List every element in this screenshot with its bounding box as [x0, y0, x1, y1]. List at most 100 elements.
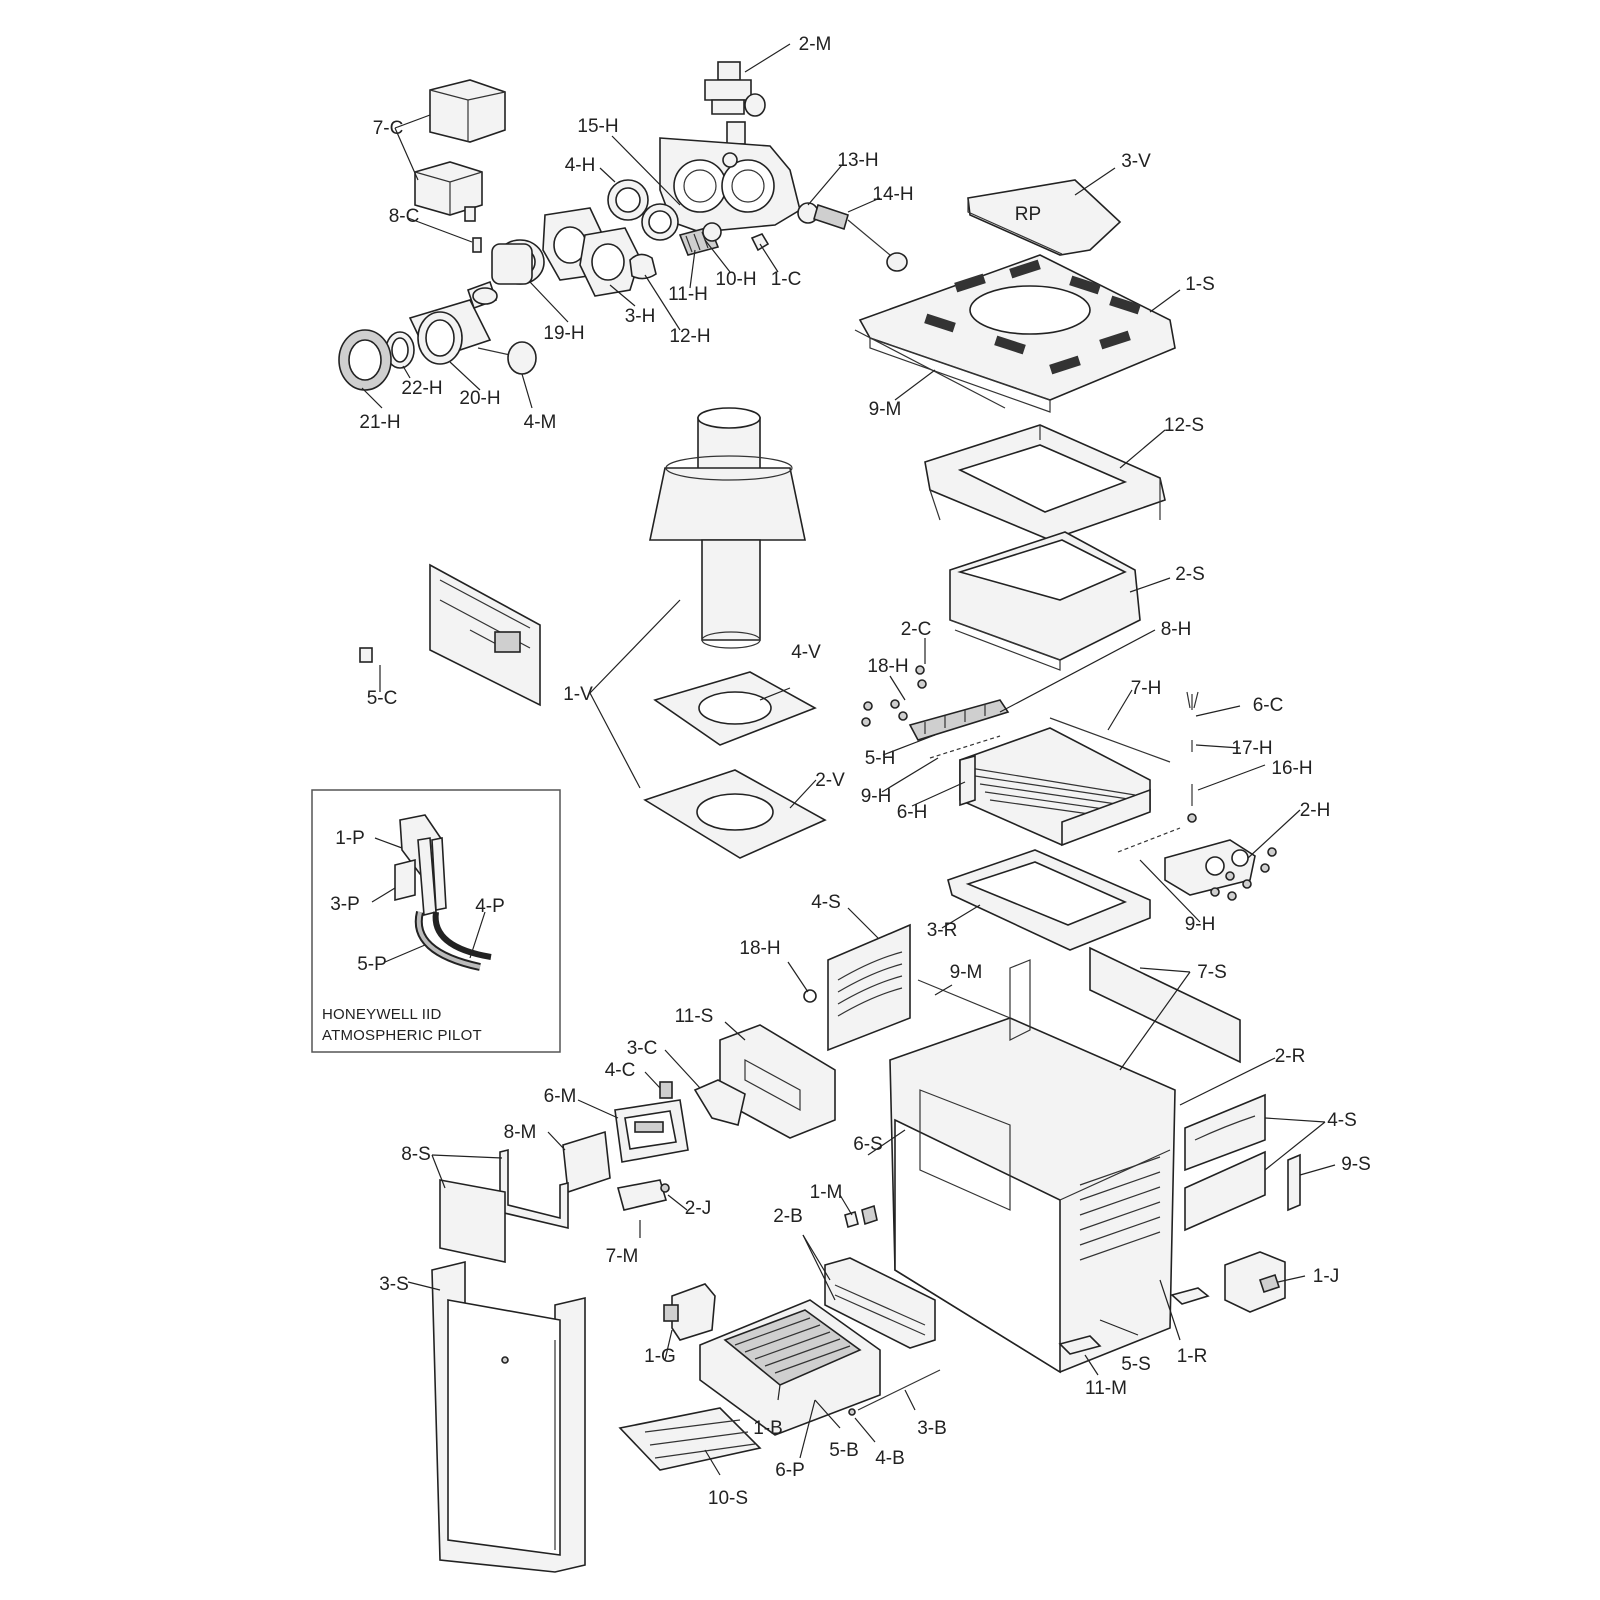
callout-1-j: 1-J [1313, 1266, 1339, 1287]
callout-17-h: 17-H [1231, 738, 1272, 759]
tray-10s [618, 1407, 762, 1471]
callout-7-s: 7-S [1197, 962, 1227, 983]
callout-1-b: 1-B [753, 1418, 783, 1439]
door-3s-8s-front [439, 1179, 506, 1263]
front-door-3s [431, 1260, 586, 1573]
top-cap-3v: RP [967, 179, 1122, 256]
top-cap-logo: RP [1015, 204, 1041, 225]
callout-3-v: 3-V [1121, 151, 1151, 172]
union-20h-21h-22h [338, 280, 498, 391]
bypass-valve-2m [704, 61, 766, 145]
callout-5-p: 5-P [357, 954, 387, 975]
honeywell-pilot-inset: HONEYWELL IID ATMOSPHERIC PILOT [311, 789, 561, 1053]
cabinet-frame [889, 959, 1176, 1374]
plate-4v [653, 671, 817, 746]
callout-14-h: 14-H [872, 184, 913, 205]
callout-4-p: 4-P [475, 896, 505, 917]
bracket-9s [1287, 1153, 1301, 1212]
callout-8-s: 8-S [401, 1144, 431, 1165]
rod-3b [857, 1369, 941, 1411]
gasket-string-9h [929, 735, 1181, 853]
callout-2-r: 2-R [1275, 1046, 1306, 1067]
rear-frame-3r [947, 849, 1151, 951]
inlet-outlet-header-5h [908, 699, 1010, 741]
gaskets-4h [607, 179, 679, 241]
callout-9-m-lower: 9-M [950, 962, 983, 983]
callout-4-h: 4-H [565, 155, 596, 176]
callout-15-h: 15-H [577, 116, 618, 137]
switch-7m-2j [617, 1179, 670, 1211]
solenoid-7c [414, 79, 506, 222]
callout-16-h: 16-H [1271, 758, 1312, 779]
header-manifold [659, 137, 801, 233]
flange-19h [491, 239, 545, 285]
brackets-11m [1058, 1287, 1210, 1355]
callout-19-h: 19-H [543, 323, 584, 344]
callout-9-h-lower: 9-H [1185, 914, 1216, 935]
burner-manifold-2b [824, 1257, 936, 1349]
callout-12-s: 12-S [1164, 415, 1204, 436]
callout-2-v: 2-V [815, 770, 845, 791]
callout-1-m: 1-M [810, 1182, 843, 1203]
inset-title-line1: HONEYWELL IID [322, 1006, 442, 1023]
plate-2v [643, 769, 827, 859]
screw-4b [848, 1408, 856, 1416]
rear-panel-7s [1089, 946, 1241, 1064]
o-ring-18h [803, 989, 817, 1003]
pressure-relief-13h-14h [797, 202, 908, 272]
callout-3-r: 3-R [927, 920, 958, 941]
callout-7-m: 7-M [606, 1246, 639, 1267]
callout-6-h: 6-H [897, 802, 928, 823]
callout-6-s: 6-S [853, 1134, 883, 1155]
callout-18-h: 18-H [867, 656, 908, 677]
callout-7-h: 7-H [1131, 678, 1162, 699]
top-panel-1s [854, 254, 1176, 413]
callout-4-s-right: 4-S [1327, 1110, 1357, 1131]
callout-13-h: 13-H [837, 150, 878, 171]
callout-9-s: 9-S [1341, 1154, 1371, 1175]
callout-6-p: 6-P [775, 1460, 805, 1481]
callout-11-s: 11-S [675, 1006, 714, 1027]
callout-8-h: 8-H [1161, 619, 1192, 640]
callout-5-c: 5-C [367, 688, 398, 709]
return-header-2h [1164, 839, 1277, 901]
callout-9-m: 9-M [869, 399, 902, 420]
hi-limit-1m [844, 1204, 878, 1229]
callout-4-v: 4-V [791, 642, 821, 663]
callout-1-s: 1-S [1185, 274, 1215, 295]
callout-7-c: 7-C [373, 118, 404, 139]
callout-1-c: 1-C [771, 269, 802, 290]
sensor-6c-17h-16h [1186, 691, 1199, 823]
callout-1-g: 1-G [644, 1346, 676, 1367]
callout-2-b: 2-B [773, 1206, 803, 1227]
bezel-8m [562, 1130, 611, 1194]
callout-1-v: 1-V [563, 684, 593, 705]
callout-5-s: 5-S [1121, 1354, 1151, 1375]
callout-4-b: 4-B [875, 1448, 905, 1469]
callout-2-s: 2-S [1175, 564, 1205, 585]
callout-1-p: 1-P [335, 828, 365, 849]
display-6m [614, 1099, 689, 1163]
callout-6-m: 6-M [544, 1086, 577, 1107]
callout-3-h: 3-H [625, 306, 656, 327]
gas-valve-1g [663, 1283, 716, 1341]
callout-10-h: 10-H [715, 269, 756, 290]
callout-18-h-lower: 18-H [739, 938, 780, 959]
callout-20-h: 20-H [459, 388, 500, 409]
callout-5-h: 5-H [865, 748, 896, 769]
callout-4-s: 4-S [811, 892, 841, 913]
callout-9-h: 9-H [861, 786, 892, 807]
callout-11-h: 11-H [668, 284, 708, 305]
callout-3-c: 3-C [627, 1038, 658, 1059]
clip-8c [472, 237, 482, 253]
callout-2-h: 2-H [1300, 800, 1331, 821]
callout-12-h: 12-H [669, 326, 710, 347]
callout-5-b: 5-B [829, 1440, 859, 1461]
callout-8-c: 8-C [389, 206, 420, 227]
drain-1c [750, 233, 770, 252]
door-frame-8s [499, 1148, 569, 1230]
header-gaskets-2c-18h [861, 665, 927, 727]
control-3c-4c [659, 1079, 746, 1126]
callout-2-c: 2-C [901, 619, 932, 640]
